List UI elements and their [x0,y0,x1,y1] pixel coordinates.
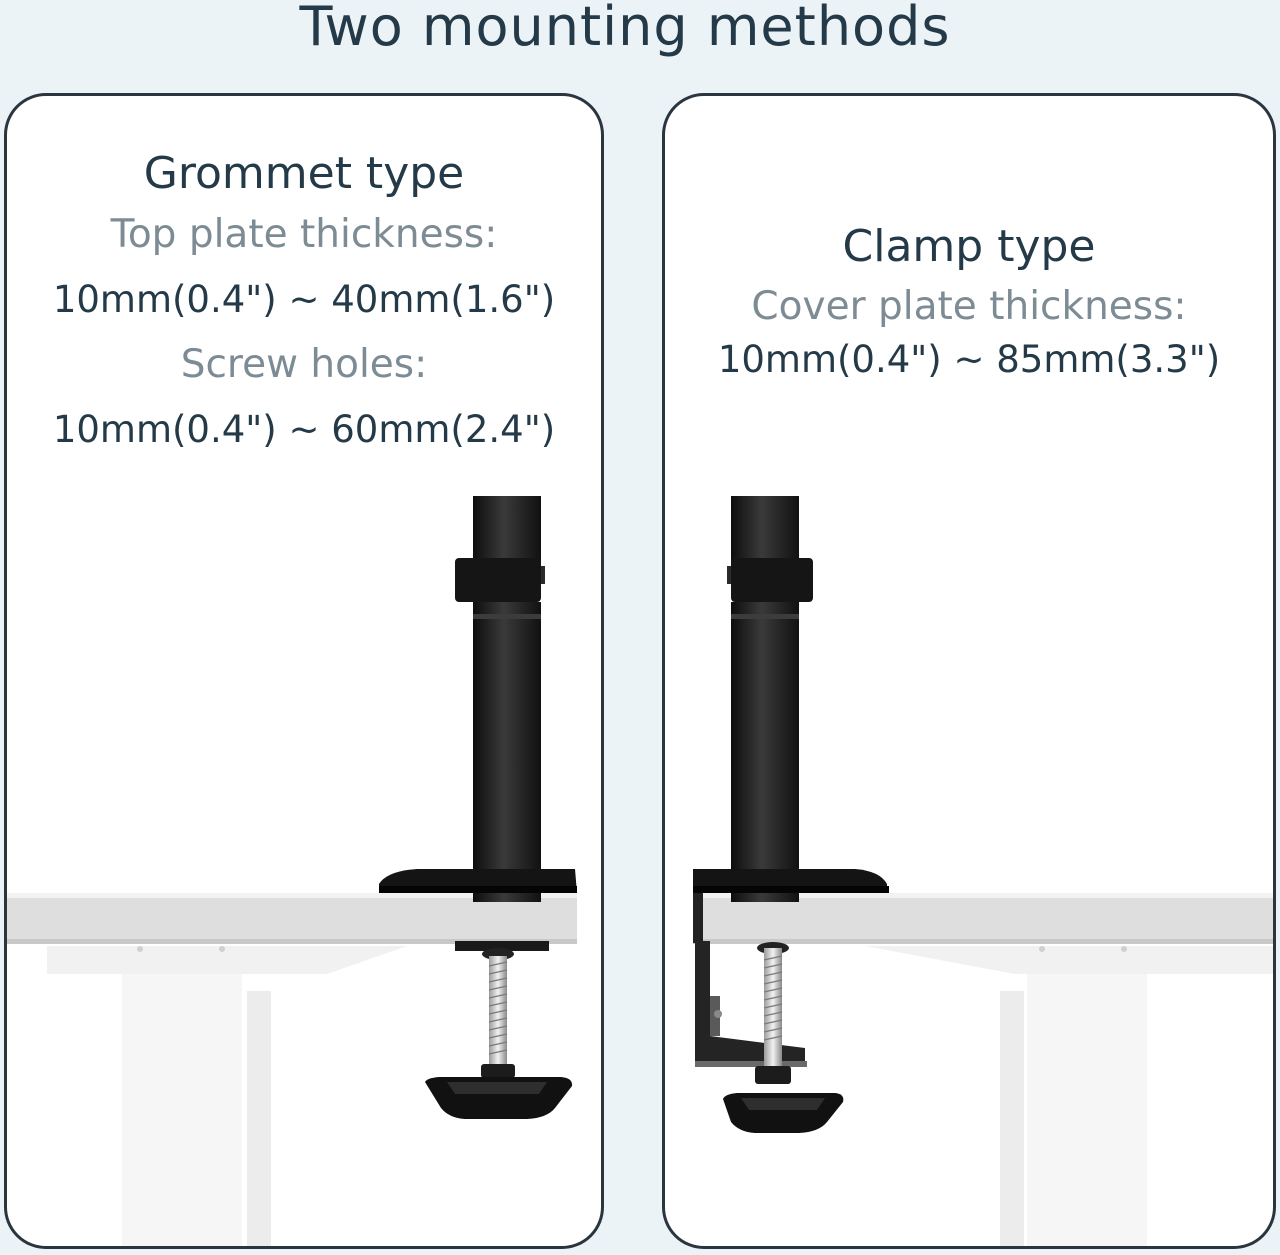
grommet-screw-holes-value: 10mm(0.4") ~ 60mm(2.4") [52,408,556,451]
desk-frame [47,946,407,1246]
grommet-top-plate-value: 10mm(0.4") ~ 40mm(1.6") [52,278,556,321]
grommet-mount-illustration [7,496,577,1246]
pole [455,496,545,902]
tightening-knob [425,1064,573,1119]
clamp-cover-plate-value: 10mm(0.4") ~ 85mm(3.3") [717,338,1221,381]
clamp-panel: Clamp type Cover plate thickness: 10mm(0… [662,93,1276,1249]
pole [727,496,813,902]
tightening-knob [723,1066,844,1133]
desk-frame [865,946,1273,1246]
grommet-screw-holes-label: Screw holes: [180,342,428,387]
clamp-mount-illustration [693,496,1273,1246]
grommet-panel: Grommet type Top plate thickness: 10mm(0… [4,93,604,1249]
threaded-screw [455,941,549,1066]
clamp-heading: Clamp type [842,221,1096,272]
clamp-cover-plate-label: Cover plate thickness: [751,284,1187,329]
desk-top [7,893,577,944]
clamp-base-plate [693,869,889,893]
grommet-heading: Grommet type [143,148,465,199]
c-clamp-body [693,893,807,1067]
grommet-top-plate-label: Top plate thickness: [110,212,498,257]
page-title: Two mounting methods [299,0,951,58]
threaded-screw [757,942,789,1066]
grommet-base-plate [379,869,577,893]
